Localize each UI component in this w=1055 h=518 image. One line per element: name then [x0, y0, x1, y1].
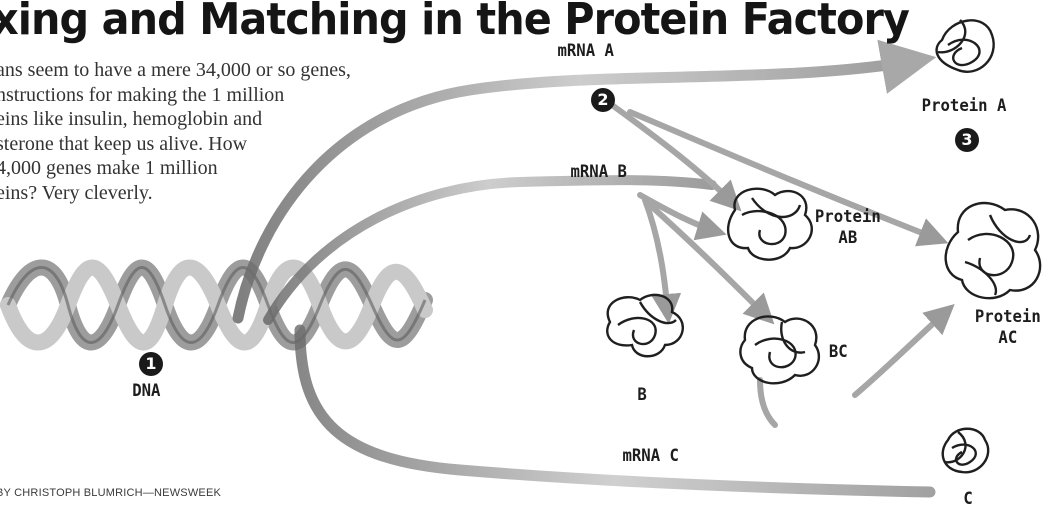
intro-line: nstructions for making the 1 million	[0, 83, 356, 108]
step-1-badge: 1	[139, 352, 163, 376]
protein-ac-shape	[946, 203, 1040, 298]
mrna-a-label: mRNA A	[557, 41, 614, 61]
protein-b-shape	[607, 295, 683, 356]
intro-line: sterone that keep us alive. How	[0, 132, 356, 157]
mrna-b-label: mRNA B	[570, 162, 627, 182]
artist-credit: BY CHRISTOPH BLUMRICH—NEWSWEEK	[0, 487, 221, 499]
protein-b-label: B	[637, 385, 646, 405]
protein-bc-label: BC	[829, 342, 848, 362]
splicing-arrows	[612, 105, 948, 425]
intro-line: 4,000 genes make 1 million	[0, 156, 356, 181]
dna-label: DNA	[132, 381, 160, 401]
protein-ab-label: Protein AB	[815, 207, 881, 249]
protein-ac-label: Protein AC	[975, 307, 1041, 349]
mrna-c-label: mRNA C	[622, 446, 679, 466]
intro-line: eins like insulin, hemoglobin and	[0, 107, 356, 132]
step-2-badge: 2	[591, 88, 615, 112]
protein-ab-label-line2: AB	[815, 228, 881, 249]
protein-a-shape	[937, 20, 994, 72]
protein-c-label: C	[963, 489, 972, 509]
step-3-badge: 3	[955, 128, 979, 152]
protein-c-shape	[943, 429, 988, 473]
intro-line: eins? Very cleverly.	[0, 181, 356, 206]
protein-a-label: Protein A	[922, 96, 1007, 116]
dna-helix	[8, 268, 425, 343]
intro-line: ans seem to have a mere 34,000 or so gen…	[0, 58, 356, 83]
protein-bc-shape	[740, 316, 819, 383]
intro-text: ans seem to have a mere 34,000 or so gen…	[0, 58, 356, 205]
diagram-title: xing and Matching in the Protein Factory	[0, 0, 909, 45]
protein-ac-label-line1: Protein	[975, 307, 1041, 328]
protein-ac-label-line2: AC	[975, 328, 1041, 349]
protein-ab-label-line1: Protein	[815, 207, 881, 228]
protein-ab-shape	[728, 189, 812, 260]
